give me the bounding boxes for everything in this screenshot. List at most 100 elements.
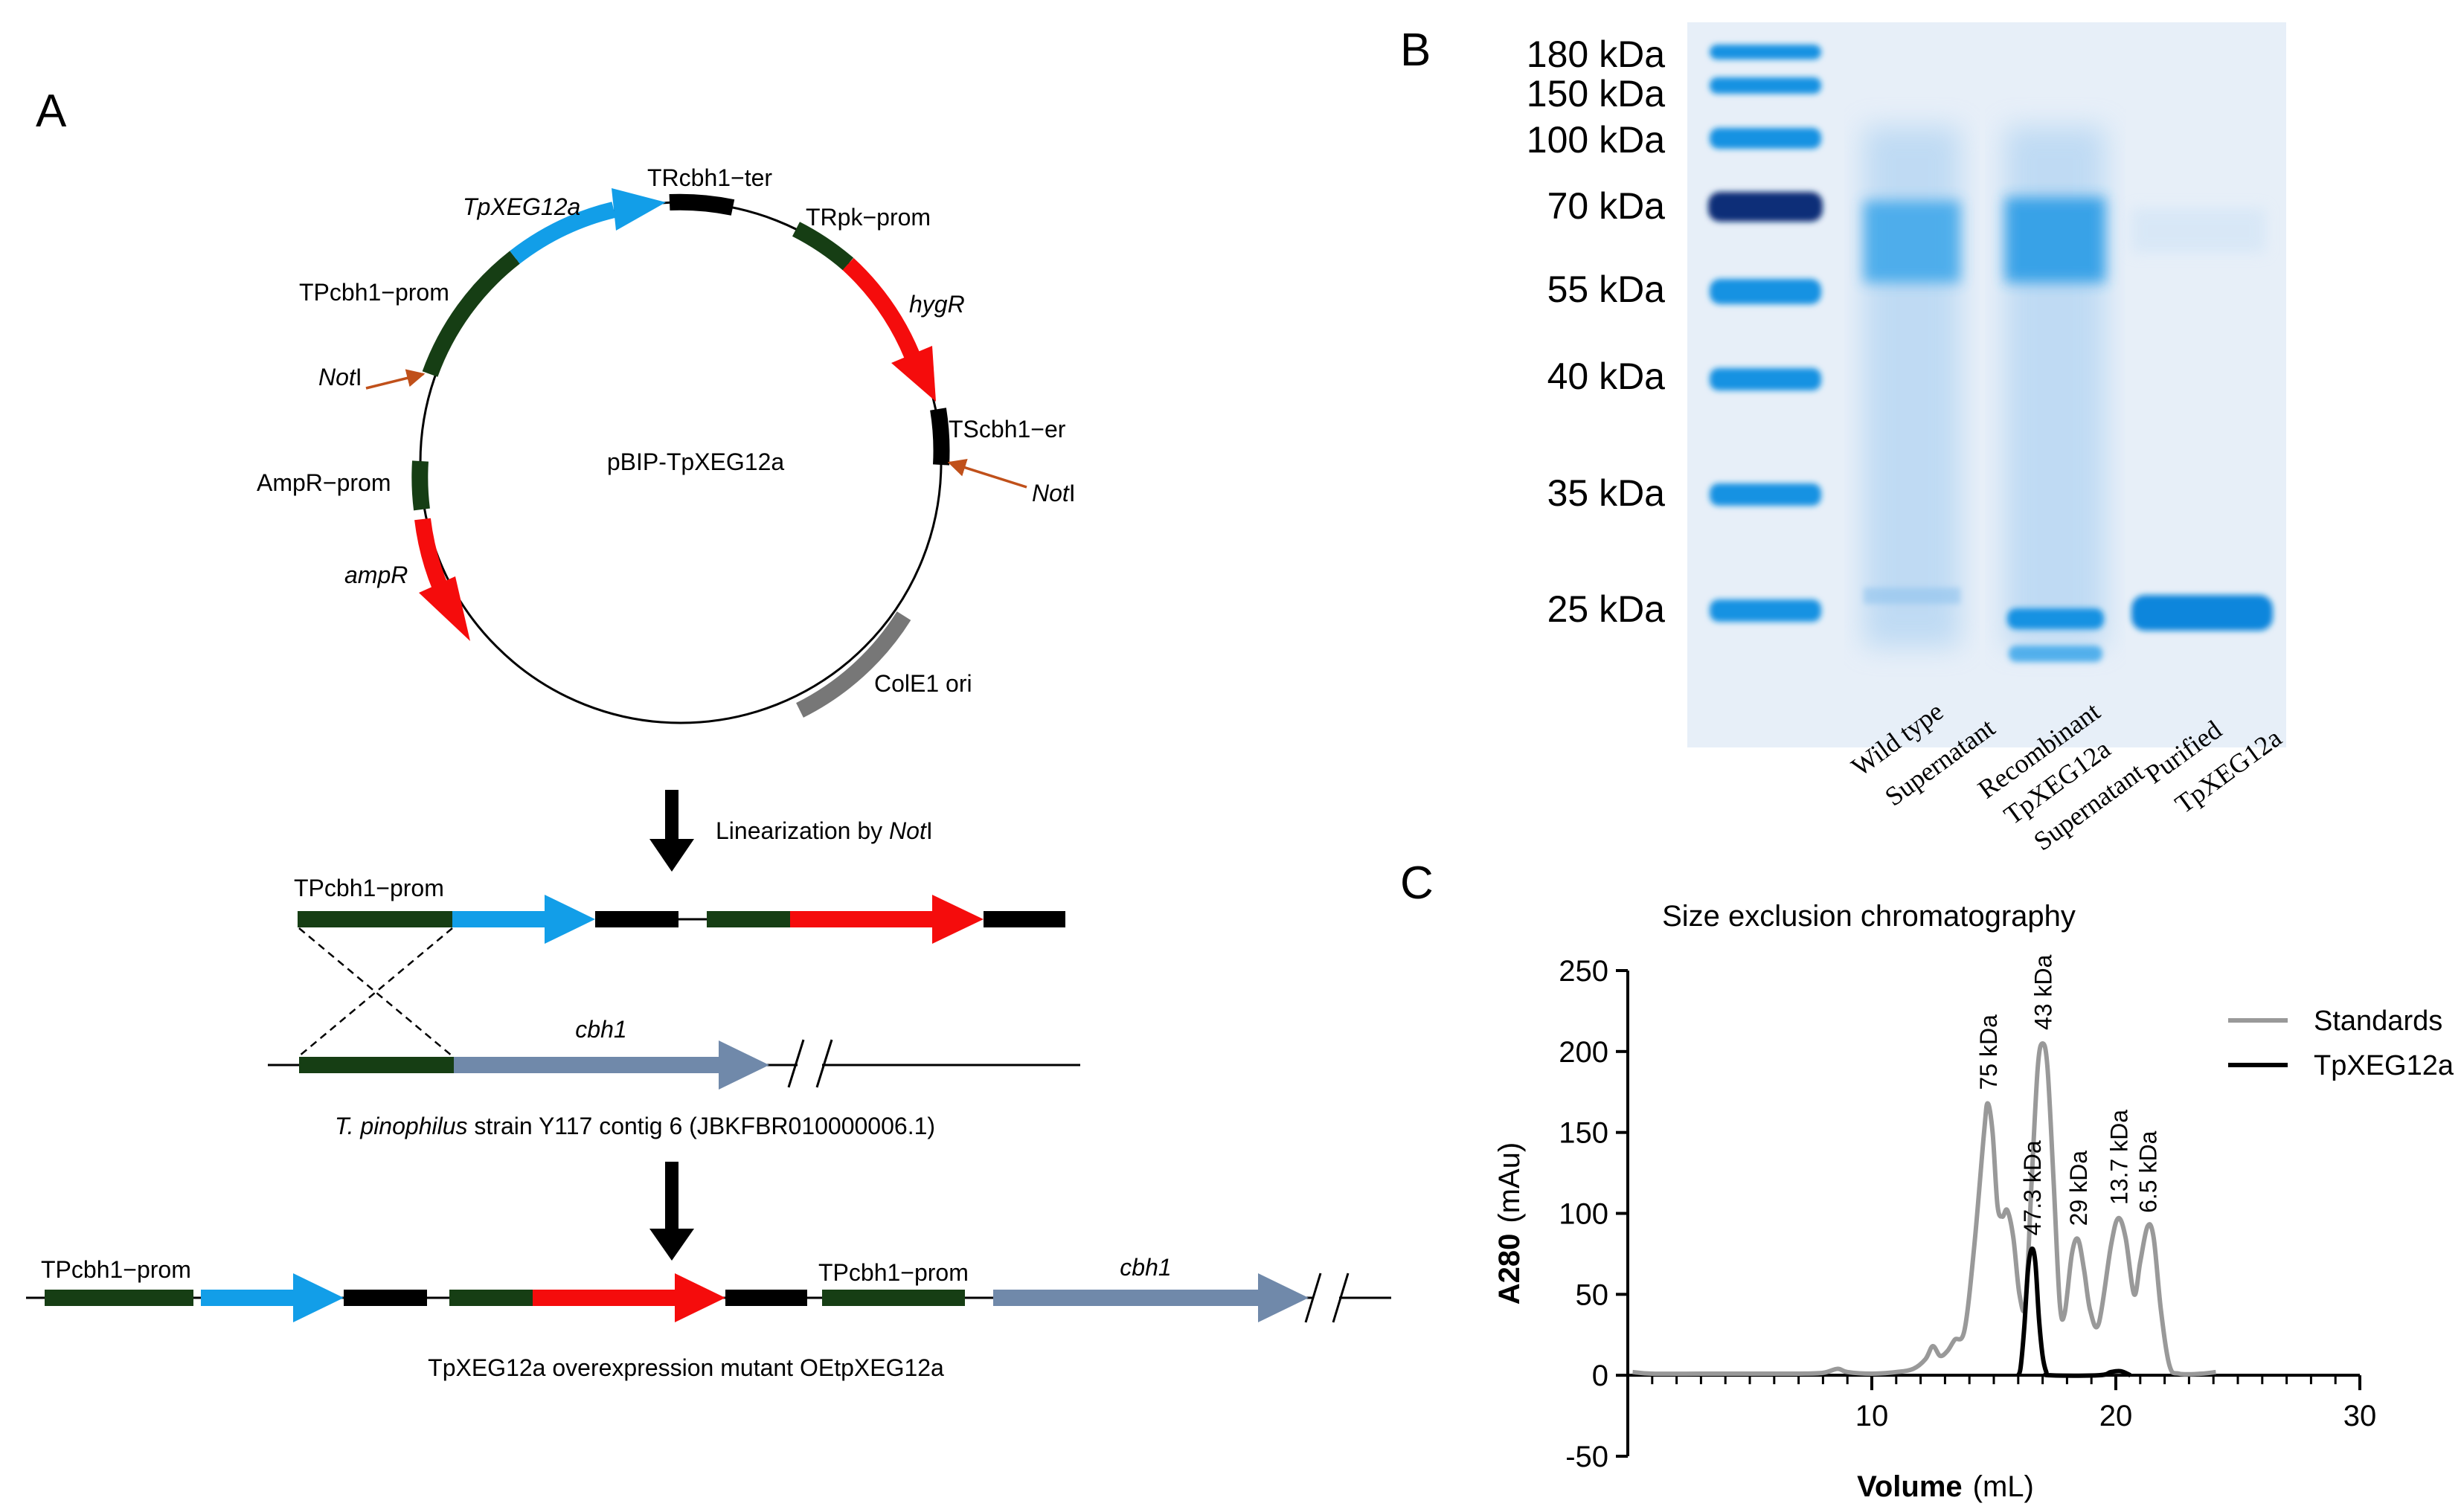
trcbh1-ter-arc [669, 193, 735, 216]
ladder-band-55 [1710, 279, 1821, 304]
construct-blue-body [452, 911, 548, 927]
trpk-prom-arc [792, 222, 854, 271]
mutant-green-2 [449, 1290, 533, 1306]
panel-c-letter: C [1400, 858, 1434, 909]
marker-label-35: 35 kDa [1547, 472, 1666, 514]
series-line-standards [1632, 1040, 2216, 1377]
label-noti-left: NotI [318, 364, 362, 390]
marker-label-180: 180 kDa [1527, 33, 1665, 75]
y-tick-label: -50 [1565, 1441, 1608, 1473]
genome-prom-green [299, 1057, 454, 1073]
mutant-red-body [533, 1290, 678, 1306]
x-tick-label: 20 [2099, 1400, 2133, 1432]
tscbh1-er-arc [930, 408, 950, 466]
mutant-break-2 [1332, 1273, 1350, 1323]
pur-faint [2131, 208, 2265, 253]
sds-page-gel [1687, 22, 2286, 747]
construct-label: TPcbh1−prom [294, 875, 444, 901]
mutant-caption: TpXEG12a overexpression mutant OEtpXEG12… [428, 1354, 944, 1381]
wt-minor-band [1864, 588, 1960, 604]
linear-construct [298, 895, 1065, 944]
legend-label-standards: Standards [2314, 1006, 2442, 1037]
label-cole1-ori: ColE1 ori [874, 670, 972, 697]
label-trcbh1-ter: TRcbh1−ter [647, 164, 772, 191]
y-tick-label: 200 [1559, 1036, 1608, 1069]
construct-black-1 [595, 911, 678, 927]
y-tick-label: 100 [1559, 1198, 1608, 1231]
chart-series [1632, 1040, 2216, 1378]
label-ampr: ampR [344, 562, 408, 588]
marker-label-40: 40 kDa [1547, 356, 1666, 397]
lane-recombinant [2005, 126, 2105, 662]
genome-cbh1-head [719, 1040, 769, 1090]
down-arrow-2-shaft [665, 1162, 678, 1236]
lane-wild-type [1864, 126, 1960, 647]
marker-label-70: 70 kDa [1547, 185, 1666, 227]
mutant-label-left: TPcbh1−prom [41, 1256, 191, 1283]
ladder-band-40 [1710, 368, 1821, 390]
hygr-arc [842, 257, 920, 359]
panel-a: A TpXEG12a TRcbh1−ter TRpk−prom hygR TSc… [26, 86, 1391, 1381]
noti-left-arrow [365, 369, 426, 390]
plasmid-name: pBIP-TpXEG12a [607, 448, 785, 475]
tpxeg12a-arrowhead [612, 188, 666, 231]
label-tscbh1-er: TScbh1−er [949, 416, 1066, 443]
hygr-arrowhead [891, 346, 936, 402]
construct-red-head [932, 895, 984, 944]
pur-band-25 [2131, 595, 2273, 631]
x-tick-label: 10 [1855, 1400, 1889, 1432]
rec-band-25 [2007, 608, 2104, 629]
ladder-band-70 [1708, 192, 1823, 222]
y-tick-label: 50 [1576, 1278, 1609, 1311]
linearization-text: Linearization by NotI [716, 817, 933, 844]
construct-black-2 [984, 911, 1065, 927]
mutant-red-head [675, 1273, 725, 1322]
ladder-band-180 [1710, 45, 1821, 59]
down-arrow-1-head [649, 839, 694, 872]
genome-break-2 [815, 1039, 833, 1088]
marker-label-25: 25 kDa [1547, 588, 1666, 630]
peak-label: 43 kDa [2030, 954, 2057, 1030]
mutant-locus [26, 1273, 1391, 1323]
series-line-tpxeg12a [2015, 1246, 2131, 1378]
y-tick-label: 250 [1559, 955, 1608, 988]
genome-gene-label: cbh1 [575, 1016, 626, 1043]
mutant-break-1 [1304, 1273, 1322, 1323]
mutant-black-1 [344, 1290, 427, 1306]
crossover-line-2 [298, 927, 453, 1057]
construct-blue-head [545, 895, 595, 944]
rec-band-lower [2009, 646, 2102, 662]
wt-main-band [1864, 201, 1960, 283]
genome-locus [268, 1039, 1080, 1090]
ampr-prom-arc [411, 460, 430, 511]
mutant-gene-label: cbh1 [1120, 1254, 1171, 1281]
ladder-band-25 [1710, 599, 1821, 622]
down-arrow-2-head [649, 1229, 694, 1261]
mutant-label-mid: TPcbh1−prom [818, 1259, 969, 1286]
down-arrow-1-shaft [665, 790, 678, 846]
cole1-ori-arc [796, 611, 911, 718]
ampr-arrowhead [419, 576, 470, 641]
lane-purified [2131, 208, 2273, 631]
x-tick-label: 30 [2343, 1400, 2377, 1432]
panel-b: B 180 kDa 150 kDa 100 kDa 70 kDa 55 kDa … [1400, 22, 2287, 856]
panel-c: C Size exclusion chromatography -5005010… [1400, 858, 2454, 1503]
x-axis-label: Volume(mL) [1857, 1470, 2034, 1503]
y-tick-label: 150 [1559, 1117, 1608, 1150]
peak-label: 47.3 kDa [2019, 1140, 2046, 1235]
tpxeg12a-arc [510, 202, 616, 264]
label-noti-right: NotI [1032, 480, 1076, 506]
construct-prom-green [298, 911, 452, 927]
ladder-band-150 [1710, 77, 1821, 94]
genome-break-1 [787, 1039, 805, 1088]
label-tpxeg12a: TpXEG12a [463, 193, 580, 220]
mutant-blue-body [201, 1290, 296, 1306]
panel-b-letter: B [1400, 25, 1431, 76]
peak-label: 6.5 kDa [2135, 1130, 2162, 1212]
label-trpk-prom: TRpk−prom [806, 204, 931, 231]
marker-label-100: 100 kDa [1527, 119, 1665, 161]
marker-label-55: 55 kDa [1547, 268, 1666, 310]
